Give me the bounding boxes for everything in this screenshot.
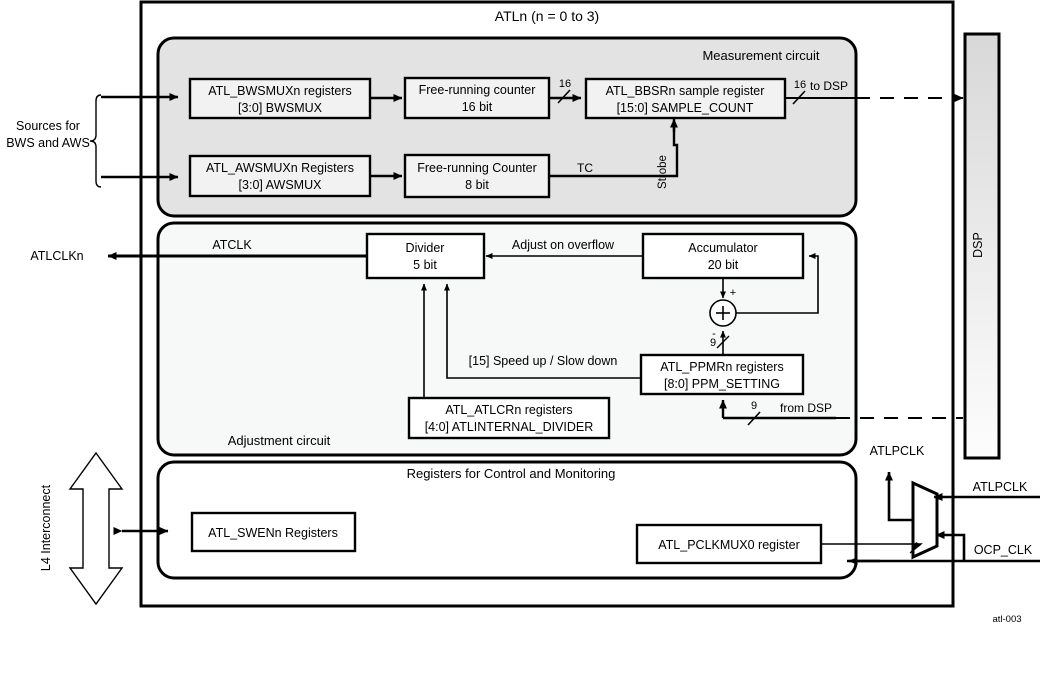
block-divider — [365, 232, 486, 280]
block-bwsmux-line2: [3:0] BWSMUX — [238, 101, 323, 115]
block-swen — [190, 511, 357, 553]
bus-slash-b — [792, 90, 806, 105]
block-counter16 — [403, 76, 551, 120]
block-ppmr-line1: ATL_PPMRn registers — [660, 360, 783, 374]
pclk-mux-trapezoid — [911, 480, 939, 560]
bus-slash-a — [557, 89, 571, 104]
block-counter16-line2: 16 bit — [462, 100, 493, 114]
block-counter16-line1: Free-running counter — [419, 83, 536, 97]
sources-label-line1: Sources for — [16, 119, 80, 133]
adjustment-circuit-group — [156, 221, 858, 457]
tc-strobe-path — [549, 124, 679, 178]
block-atlcr-line1: ATL_ATLCRn registers — [445, 403, 572, 417]
bus-width-16-a: 16 — [559, 78, 571, 90]
block-swen-line1: ATL_SWENn Registers — [208, 526, 338, 540]
atlpclk-output-label: ATLPCLK — [870, 444, 925, 458]
block-ppmr-line2: [8:0] PPM_SETTING — [664, 377, 780, 391]
to-dsp-label: to DSP — [810, 79, 848, 93]
block-bwsmux-line1: ATL_BWSMUXn registers — [208, 84, 352, 98]
atlclkn-label: ATLCLKn — [30, 249, 83, 263]
l4-double-arrow — [68, 451, 124, 606]
measurement-circuit-label: Measurement circuit — [702, 48, 819, 63]
atlpclk-input-label: ATLPCLK — [973, 480, 1028, 494]
block-accumulator-line2: 20 bit — [708, 258, 739, 272]
block-dsp-label: DSP — [971, 232, 985, 258]
block-atlcr-line2: [4:0] ATLINTERNAL_DIVIDER — [425, 420, 594, 434]
block-dsp — [963, 32, 1001, 460]
adjust-on-overflow-label: Adjust on overflow — [512, 238, 615, 252]
ocp-clk-up-to-mux — [935, 531, 966, 561]
tc-label: TC — [577, 161, 593, 175]
block-accumulator-line1: Accumulator — [688, 241, 757, 255]
bus-slash-9a — [716, 335, 730, 349]
block-atlcr — [407, 396, 611, 440]
pclk-mux-output-path — [885, 471, 913, 522]
block-awsmux-line1: ATL_AWSMUXn Registers — [206, 161, 354, 175]
strobe-label: Strobe — [657, 155, 669, 189]
atclk-label: ATCLK — [212, 238, 252, 252]
from-dsp-label: from DSP — [780, 401, 832, 415]
l4-interconnect-label: L4 Interconnect — [39, 484, 53, 571]
block-accumulator — [641, 232, 805, 280]
footer-id: atl-003 — [992, 614, 1021, 625]
speed-slow-label: [15] Speed up / Slow down — [469, 354, 618, 368]
block-pclkmux — [635, 523, 823, 565]
block-divider-line1: Divider — [406, 241, 445, 255]
bus-width-9-b: 9 — [751, 400, 757, 412]
sum-feedback-path — [736, 253, 819, 314]
block-awsmux-line2: [3:0] AWSMUX — [239, 178, 323, 192]
sum-plus-sign: + — [730, 287, 736, 299]
block-bbsr-line2: [15:0] SAMPLE_COUNT — [617, 101, 754, 115]
sources-bracket — [89, 94, 102, 188]
sources-label-line2: BWS and AWS — [6, 136, 90, 150]
bus-width-9-a: 9 — [710, 337, 716, 349]
atln-title: ATLn (n = 0 to 3) — [495, 8, 599, 24]
block-bbsr-line1: ATL_BBSRn sample register — [606, 84, 765, 98]
adjustment-circuit-label: Adjustment circuit — [228, 433, 331, 448]
bus-slash-9b — [747, 411, 761, 426]
block-counter8-line1: Free-running Counter — [417, 161, 537, 175]
block-awsmux — [188, 154, 372, 198]
block-divider-line2: 5 bit — [413, 258, 437, 272]
registers-group-label: Registers for Control and Monitoring — [407, 466, 616, 481]
speed-slow-line — [444, 283, 641, 379]
pclkmux-select-arrowhead — [910, 542, 921, 553]
block-counter8-line2: 8 bit — [465, 178, 489, 192]
ocp-clk-label: OCP_CLK — [974, 543, 1033, 557]
sum-minus-sign: - — [712, 328, 716, 340]
block-counter8 — [403, 153, 551, 199]
block-ppmr — [639, 353, 805, 396]
block-bbsr — [584, 77, 787, 120]
bus-width-16-b: 16 — [794, 79, 806, 91]
block-pclkmux-line1: ATL_PCLKMUX0 register — [658, 538, 800, 552]
